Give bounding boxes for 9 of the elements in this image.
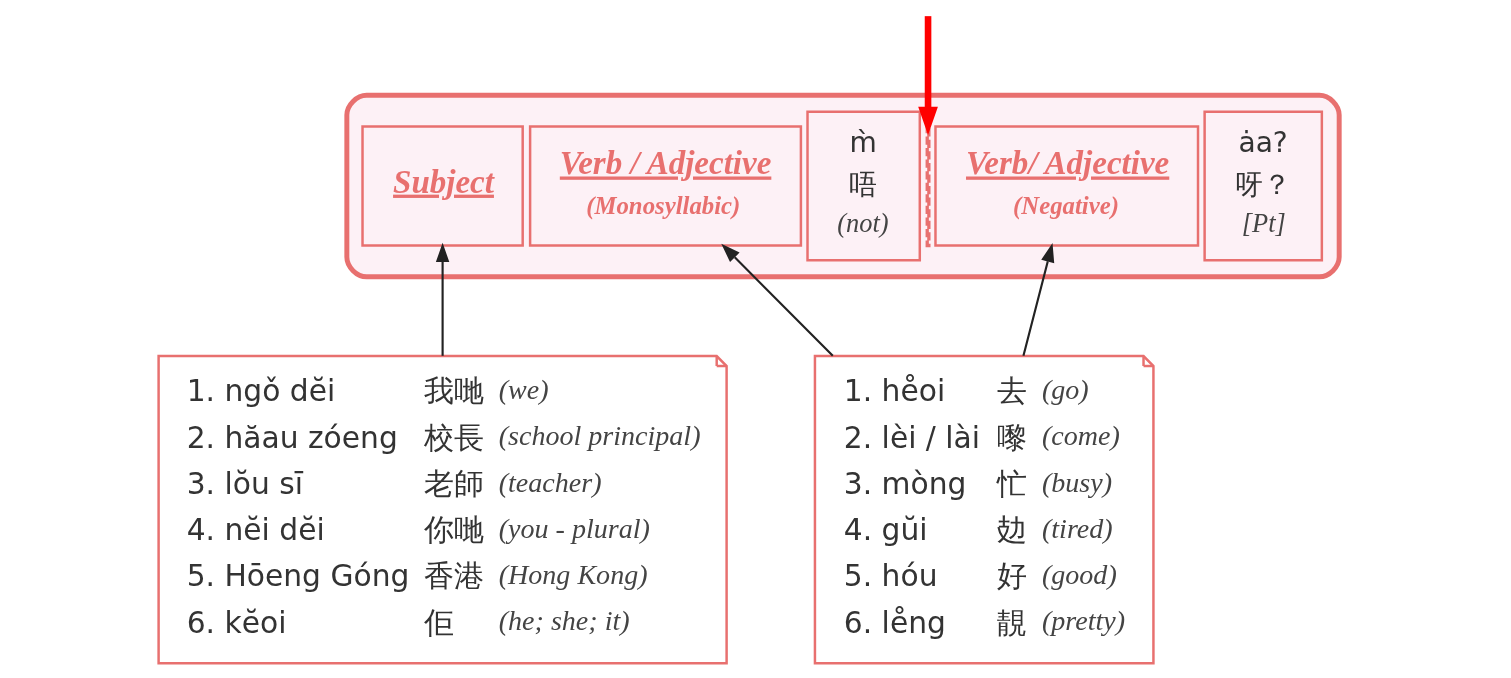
node-box: Subject [361,125,524,247]
node-box: m̀ 唔 (not) [806,110,922,262]
node-box: ȧa? 呀？ [Pt] [1203,110,1324,262]
node-box: Verb / Adjective (Monosyllabic) [528,125,803,247]
arrow [721,243,834,357]
cluster [344,92,1342,280]
arrow [1022,242,1055,357]
node-box: Verb/ Adjective (Negative) [934,125,1200,247]
arrow [435,242,450,356]
